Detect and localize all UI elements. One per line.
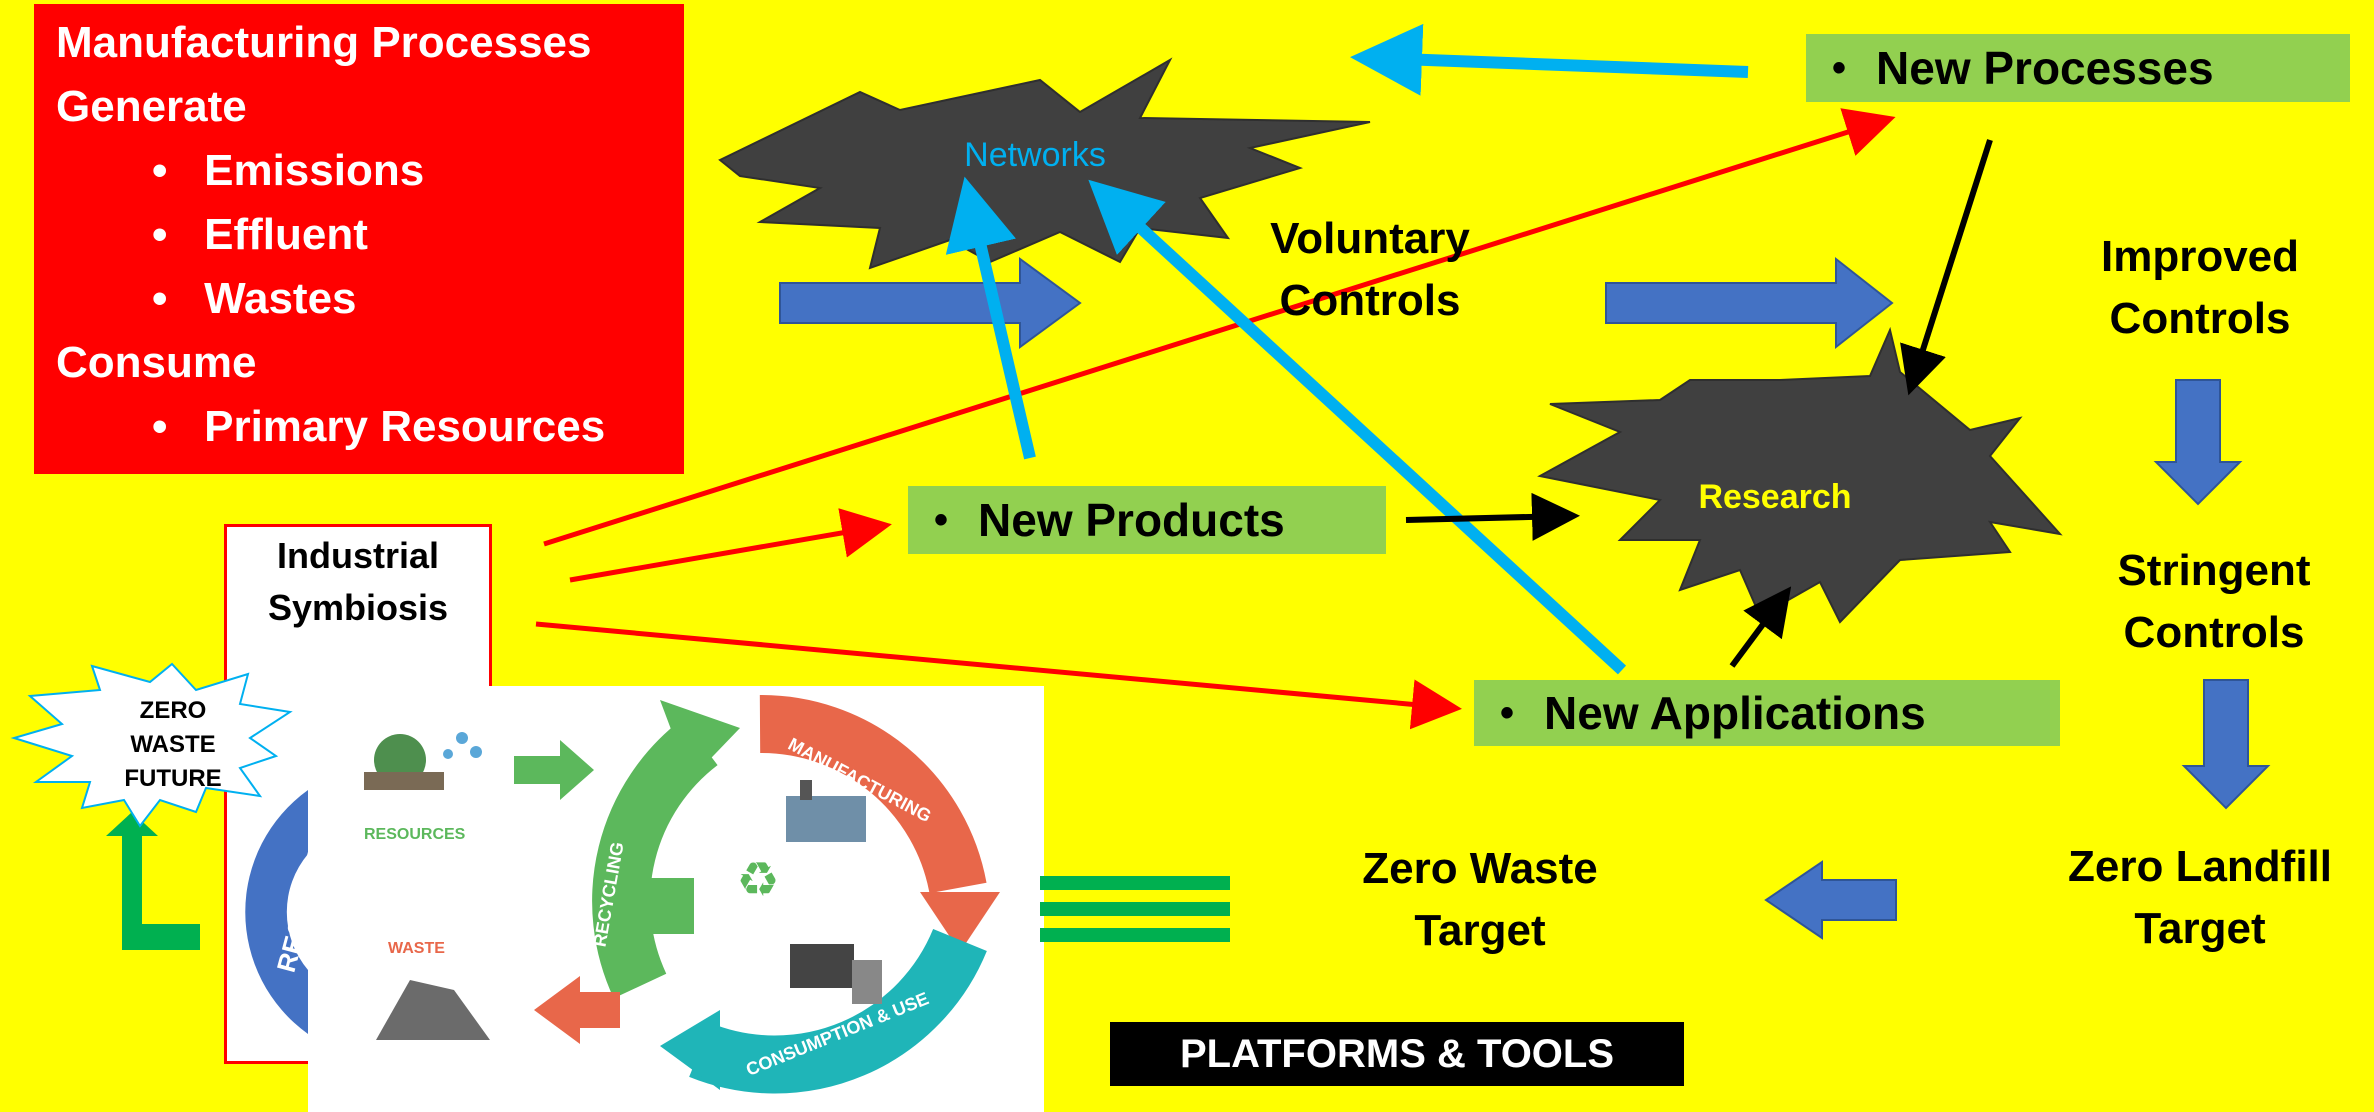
red-arrow-to-new-applications bbox=[535, 621, 1462, 730]
blue-arrow-to-improved bbox=[1605, 256, 1894, 350]
generate-item-wastes: • Wastes bbox=[152, 274, 357, 323]
equals-bar-1 bbox=[1040, 876, 1230, 890]
new-applications-label: New Applications bbox=[1544, 687, 1926, 739]
new-processes-box: •New Processes bbox=[1806, 34, 2350, 102]
platforms-tools-banner: PLATFORMS & TOOLS bbox=[1110, 1022, 1684, 1086]
manufacturing-heading: Manufacturing Processes bbox=[56, 18, 592, 67]
cyan-arrow-new-applications-to-networks bbox=[1088, 179, 1627, 675]
zero-waste-future-starburst bbox=[10, 662, 293, 828]
factory-icon bbox=[786, 796, 866, 842]
waste-label: WASTE bbox=[388, 940, 445, 957]
equals-bar-2 bbox=[1040, 902, 1230, 916]
manufacturing-box: Manufacturing Processes Generate • Emiss… bbox=[34, 4, 684, 474]
networks-starburst bbox=[718, 57, 1371, 270]
generate-item-effluent: • Effluent bbox=[152, 210, 368, 259]
red-arrow-to-new-processes bbox=[543, 108, 1896, 547]
blue-arrow-down-to-stringent bbox=[2153, 379, 2243, 506]
generate-heading: Generate bbox=[56, 82, 247, 131]
consume-item-primary-resources: • Primary Resources bbox=[152, 402, 606, 451]
research-starburst bbox=[1537, 326, 2063, 624]
new-products-label: New Products bbox=[978, 494, 1285, 546]
cyan-arrow-new-products-to-networks bbox=[945, 176, 1036, 460]
red-arrow-to-new-products bbox=[569, 508, 892, 583]
blue-arrow-down-to-zero-landfill bbox=[2181, 679, 2271, 810]
waste-arrow bbox=[534, 976, 620, 1044]
black-arrow-new-products-to-research bbox=[1405, 492, 1580, 541]
new-processes-label: New Processes bbox=[1876, 42, 2214, 94]
recycle-bin-icon bbox=[650, 878, 694, 934]
recycle-icon: ♻ bbox=[736, 852, 779, 908]
green-return-arrow bbox=[106, 812, 200, 950]
blue-arrow-to-zero-waste bbox=[1764, 860, 1897, 940]
devices-icon bbox=[790, 944, 854, 988]
black-arrow-new-processes-to-research bbox=[1900, 139, 1993, 396]
generate-item-emissions: • Emissions bbox=[152, 146, 425, 195]
networks-label: Networks bbox=[964, 136, 1106, 174]
cyan-arrow-new-processes-to-networks bbox=[1350, 23, 1749, 96]
research-label: Research bbox=[1698, 478, 1852, 516]
new-applications-box: •New Applications bbox=[1474, 680, 2060, 746]
consume-heading: Consume bbox=[56, 338, 257, 387]
industrial-symbiosis-label: Industrial Symbiosis bbox=[267, 535, 449, 628]
recycling-cycle: ♻ bbox=[364, 694, 1000, 1094]
resources-arrow bbox=[514, 740, 594, 800]
black-arrow-new-applications-to-research bbox=[1729, 586, 1792, 668]
waste-pile-icon bbox=[376, 980, 490, 1040]
recover-arc bbox=[245, 790, 308, 1034]
equals-bar-3 bbox=[1040, 928, 1230, 942]
new-products-box: •New Products bbox=[908, 486, 1386, 554]
resources-label: RESOURCES bbox=[364, 826, 466, 843]
blue-arrow-to-voluntary bbox=[779, 257, 1082, 349]
